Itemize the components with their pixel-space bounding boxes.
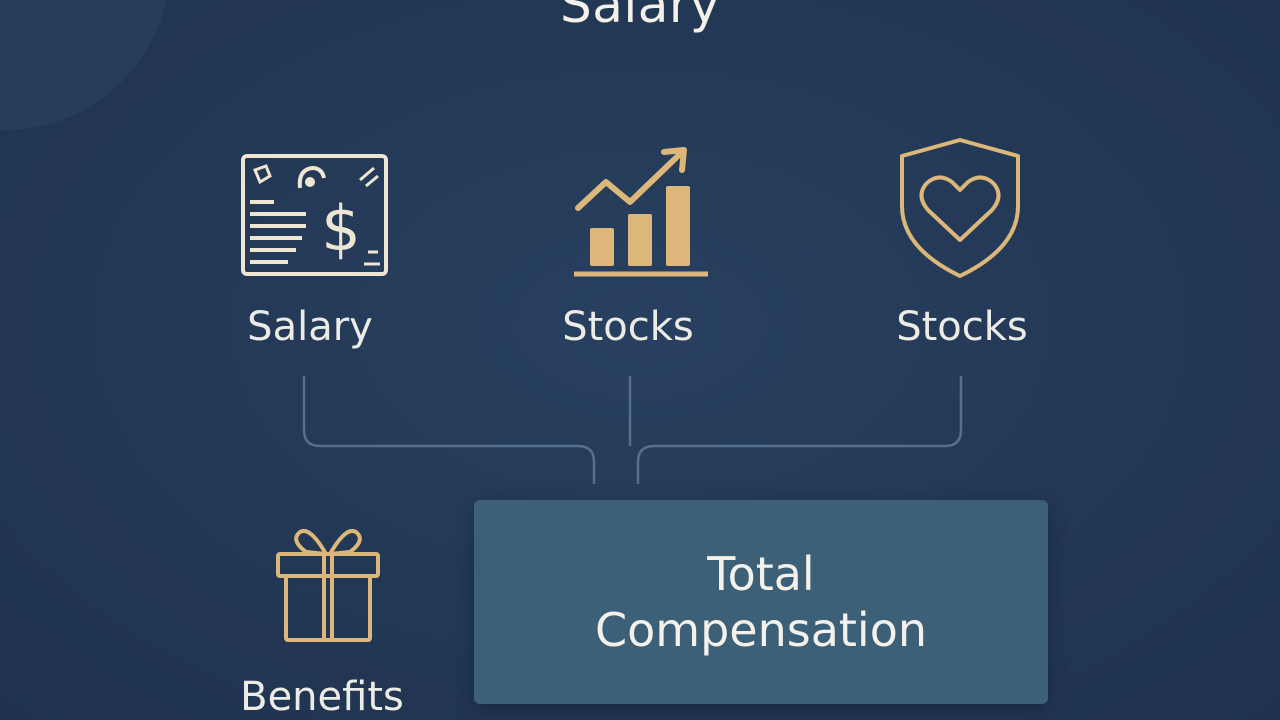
- total-line-1: Total: [707, 547, 815, 601]
- salary-document-icon: $: [240, 152, 390, 280]
- connector-shield: [636, 376, 963, 484]
- connector-salary: [302, 376, 596, 484]
- growth-chart-icon: [570, 144, 712, 280]
- component-label-benefits: Benefits: [240, 674, 404, 720]
- component-label-stocks-2: Stocks: [896, 304, 1028, 350]
- component-label-stocks: Stocks: [562, 304, 694, 350]
- diagram-title: Salary: [559, 0, 721, 34]
- component-label-salary: Salary: [247, 304, 373, 350]
- svg-text:$: $: [321, 192, 360, 265]
- gift-box-icon: [274, 520, 382, 644]
- heart-shield-icon: [896, 136, 1024, 280]
- total-line-2: Compensation: [595, 603, 927, 657]
- total-compensation-box: Total Compensation: [474, 500, 1048, 704]
